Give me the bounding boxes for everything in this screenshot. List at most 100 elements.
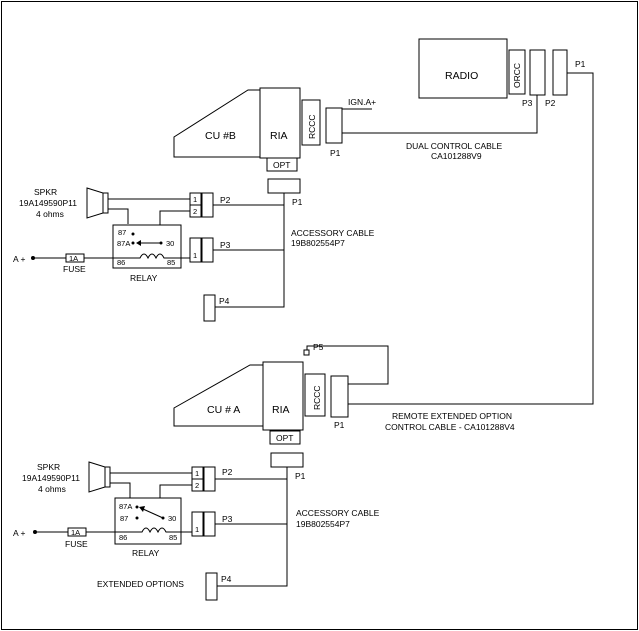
relay-a-contact-87 [135, 516, 139, 520]
relay-b-arrow-icon [136, 240, 141, 246]
cu-a-p5-connector [303, 349, 310, 356]
cu-b-ria-box [259, 87, 301, 159]
accessory-b-pin1-label: 1 [193, 195, 197, 204]
accessory-a-cable-label: ACCESSORY CABLE [296, 508, 380, 518]
speaker-a-part: 19A149590P11 [22, 473, 80, 483]
accessory-a-p3-label: P3 [222, 514, 233, 524]
radio-p3-connector [529, 49, 546, 96]
cu-b-bottom-p1-label: P1 [292, 197, 303, 207]
speaker-b-ohms: 4 ohms [36, 209, 64, 219]
accessory-b-fuse-value: 1A [69, 254, 78, 263]
accessory-a-cable-part: 19B802554P7 [296, 519, 350, 529]
accessory-b-main-wire [213, 193, 285, 308]
cu-b-ria-label: RIA [270, 130, 288, 142]
accessory-b-p3-pin-label: 1 [193, 251, 197, 260]
cu-a-body [173, 364, 264, 427]
relay-b-contact-87 [131, 232, 135, 236]
control-unit-a: CU # A RIA RCCC P1 OPT P1 P5 [173, 342, 389, 481]
relay-a-coil [136, 527, 170, 534]
remote-cable-label: REMOTE EXTENDED OPTION [392, 411, 512, 421]
cu-b-body [173, 89, 261, 158]
cu-b-opt-label: OPT [273, 160, 290, 170]
accessory-b-power-node [31, 256, 35, 260]
relay-b-box [112, 224, 182, 269]
cu-b-p1-connector [325, 107, 343, 144]
accessory-b-p3-pin1 [189, 237, 202, 263]
speaker-b-wire-2 [108, 208, 129, 224]
relay-b-coil [134, 253, 168, 260]
cu-a-p5-wire [306, 345, 389, 385]
relay-b-label: RELAY [130, 273, 158, 283]
radio-box [418, 38, 508, 99]
cu-a-ria-label: RIA [272, 404, 290, 416]
accessory-a-p3-pin1 [191, 511, 204, 537]
cu-a-rccc-label: RCCC [312, 385, 322, 410]
accessory-a-pin1-label: 1 [195, 469, 199, 478]
accessory-b-cable-label: ACCESSORY CABLE [291, 228, 375, 238]
speaker-a-label: SPKR [37, 462, 60, 472]
relay-a-87a-label: 87A [119, 502, 132, 511]
speaker-b-magnet [102, 192, 109, 214]
accessory-a-p4-connector [205, 572, 218, 601]
accessory-a-main-wire [215, 467, 288, 587]
relay-a-switch-arm [142, 508, 164, 519]
relay-a-contact-87a [135, 505, 139, 509]
dual-control-cable: DUAL CONTROL CABLE CA101288V9 [341, 95, 538, 161]
accessory-b-fuse-icon [65, 253, 85, 263]
accessory-group-a: SPKR 19A149590P11 4 ohms 1 2 P2 87A 87 3… [13, 461, 380, 601]
relay-b-contact-87a [131, 241, 135, 245]
radio-p3-label: P3 [522, 98, 533, 108]
accessory-b-pin2-label: 2 [193, 207, 197, 216]
relay-a-arrow-icon [139, 506, 145, 512]
accessory-b-p3-label: P3 [220, 240, 231, 250]
accessory-a-aplus-label: A + [13, 528, 26, 538]
relay-a-85-label: 85 [169, 533, 177, 542]
accessory-b-cable-part: 19B802554P7 [291, 238, 345, 248]
accessory-a-pin2-label: 2 [195, 481, 199, 490]
cu-b-ign-label: IGN.A+ [348, 97, 376, 107]
dual-cable-label: DUAL CONTROL CABLE [406, 141, 503, 151]
cu-a-opt-box [269, 430, 301, 445]
radio-orcc-label: ORCC [512, 63, 522, 88]
speaker-a-ohms: 4 ohms [38, 484, 66, 494]
relay-b-87a-label: 87A [117, 239, 130, 248]
remote-extended-option-cable: REMOTE EXTENDED OPTION CONTROL CABLE - C… [348, 72, 594, 432]
accessory-a-p2-connector [203, 466, 216, 492]
accessory-b-p2-label: P2 [220, 195, 231, 205]
accessory-a-fuse-label: FUSE [65, 539, 88, 549]
accessory-b-fuse-label: FUSE [63, 264, 86, 274]
accessory-a-p3-pin-label: 1 [195, 525, 199, 534]
accessory-a-fuse-value: 1A [71, 528, 80, 537]
accessory-b-p4-connector [203, 294, 216, 322]
relay-a-box [114, 497, 182, 545]
accessory-b-aplus-label: A + [13, 254, 26, 264]
cu-b-rccc-box [301, 99, 321, 146]
accessory-a-p2-label: P2 [222, 467, 233, 477]
cu-a-bottom-p1-connector [270, 452, 304, 468]
speaker-a-icon [88, 461, 106, 493]
relay-b-85-label: 85 [167, 258, 175, 267]
cu-a-p5-label: P5 [313, 342, 324, 352]
remote-cable-wire [348, 72, 594, 405]
accessory-group-b: SPKR 19A149590P11 4 ohms 1 2 P2 87 87A 3… [13, 187, 375, 322]
cu-b-p1-label: P1 [330, 148, 341, 158]
relay-a-87-label: 87 [120, 514, 128, 523]
dual-cable-part: CA101288V9 [431, 151, 482, 161]
control-unit-b: CU #B RIA RCCC P1 IGN.A+ OPT P1 [173, 87, 376, 207]
speaker-b-icon [86, 187, 104, 219]
radio-unit: RADIO ORCC P3 P2 P1 [418, 38, 586, 108]
accessory-b-p4-label: P4 [219, 296, 230, 306]
cu-a-ria-box [262, 361, 304, 431]
speaker-b-part: 19A149590P11 [19, 198, 77, 208]
radio-p2-connector [552, 49, 568, 96]
relay-a-86-label: 86 [119, 533, 127, 542]
cu-a-bottom-p1-label: P1 [295, 471, 306, 481]
relay-b-87-label: 87 [118, 228, 126, 237]
relay-a-label: RELAY [132, 548, 160, 558]
cu-b-label: CU #B [205, 130, 236, 142]
speaker-a-wire-3 [159, 484, 192, 498]
accessory-a-fuse-icon [67, 527, 87, 537]
relay-a-30-label: 30 [168, 514, 176, 523]
radio-orcc-box [508, 49, 526, 95]
